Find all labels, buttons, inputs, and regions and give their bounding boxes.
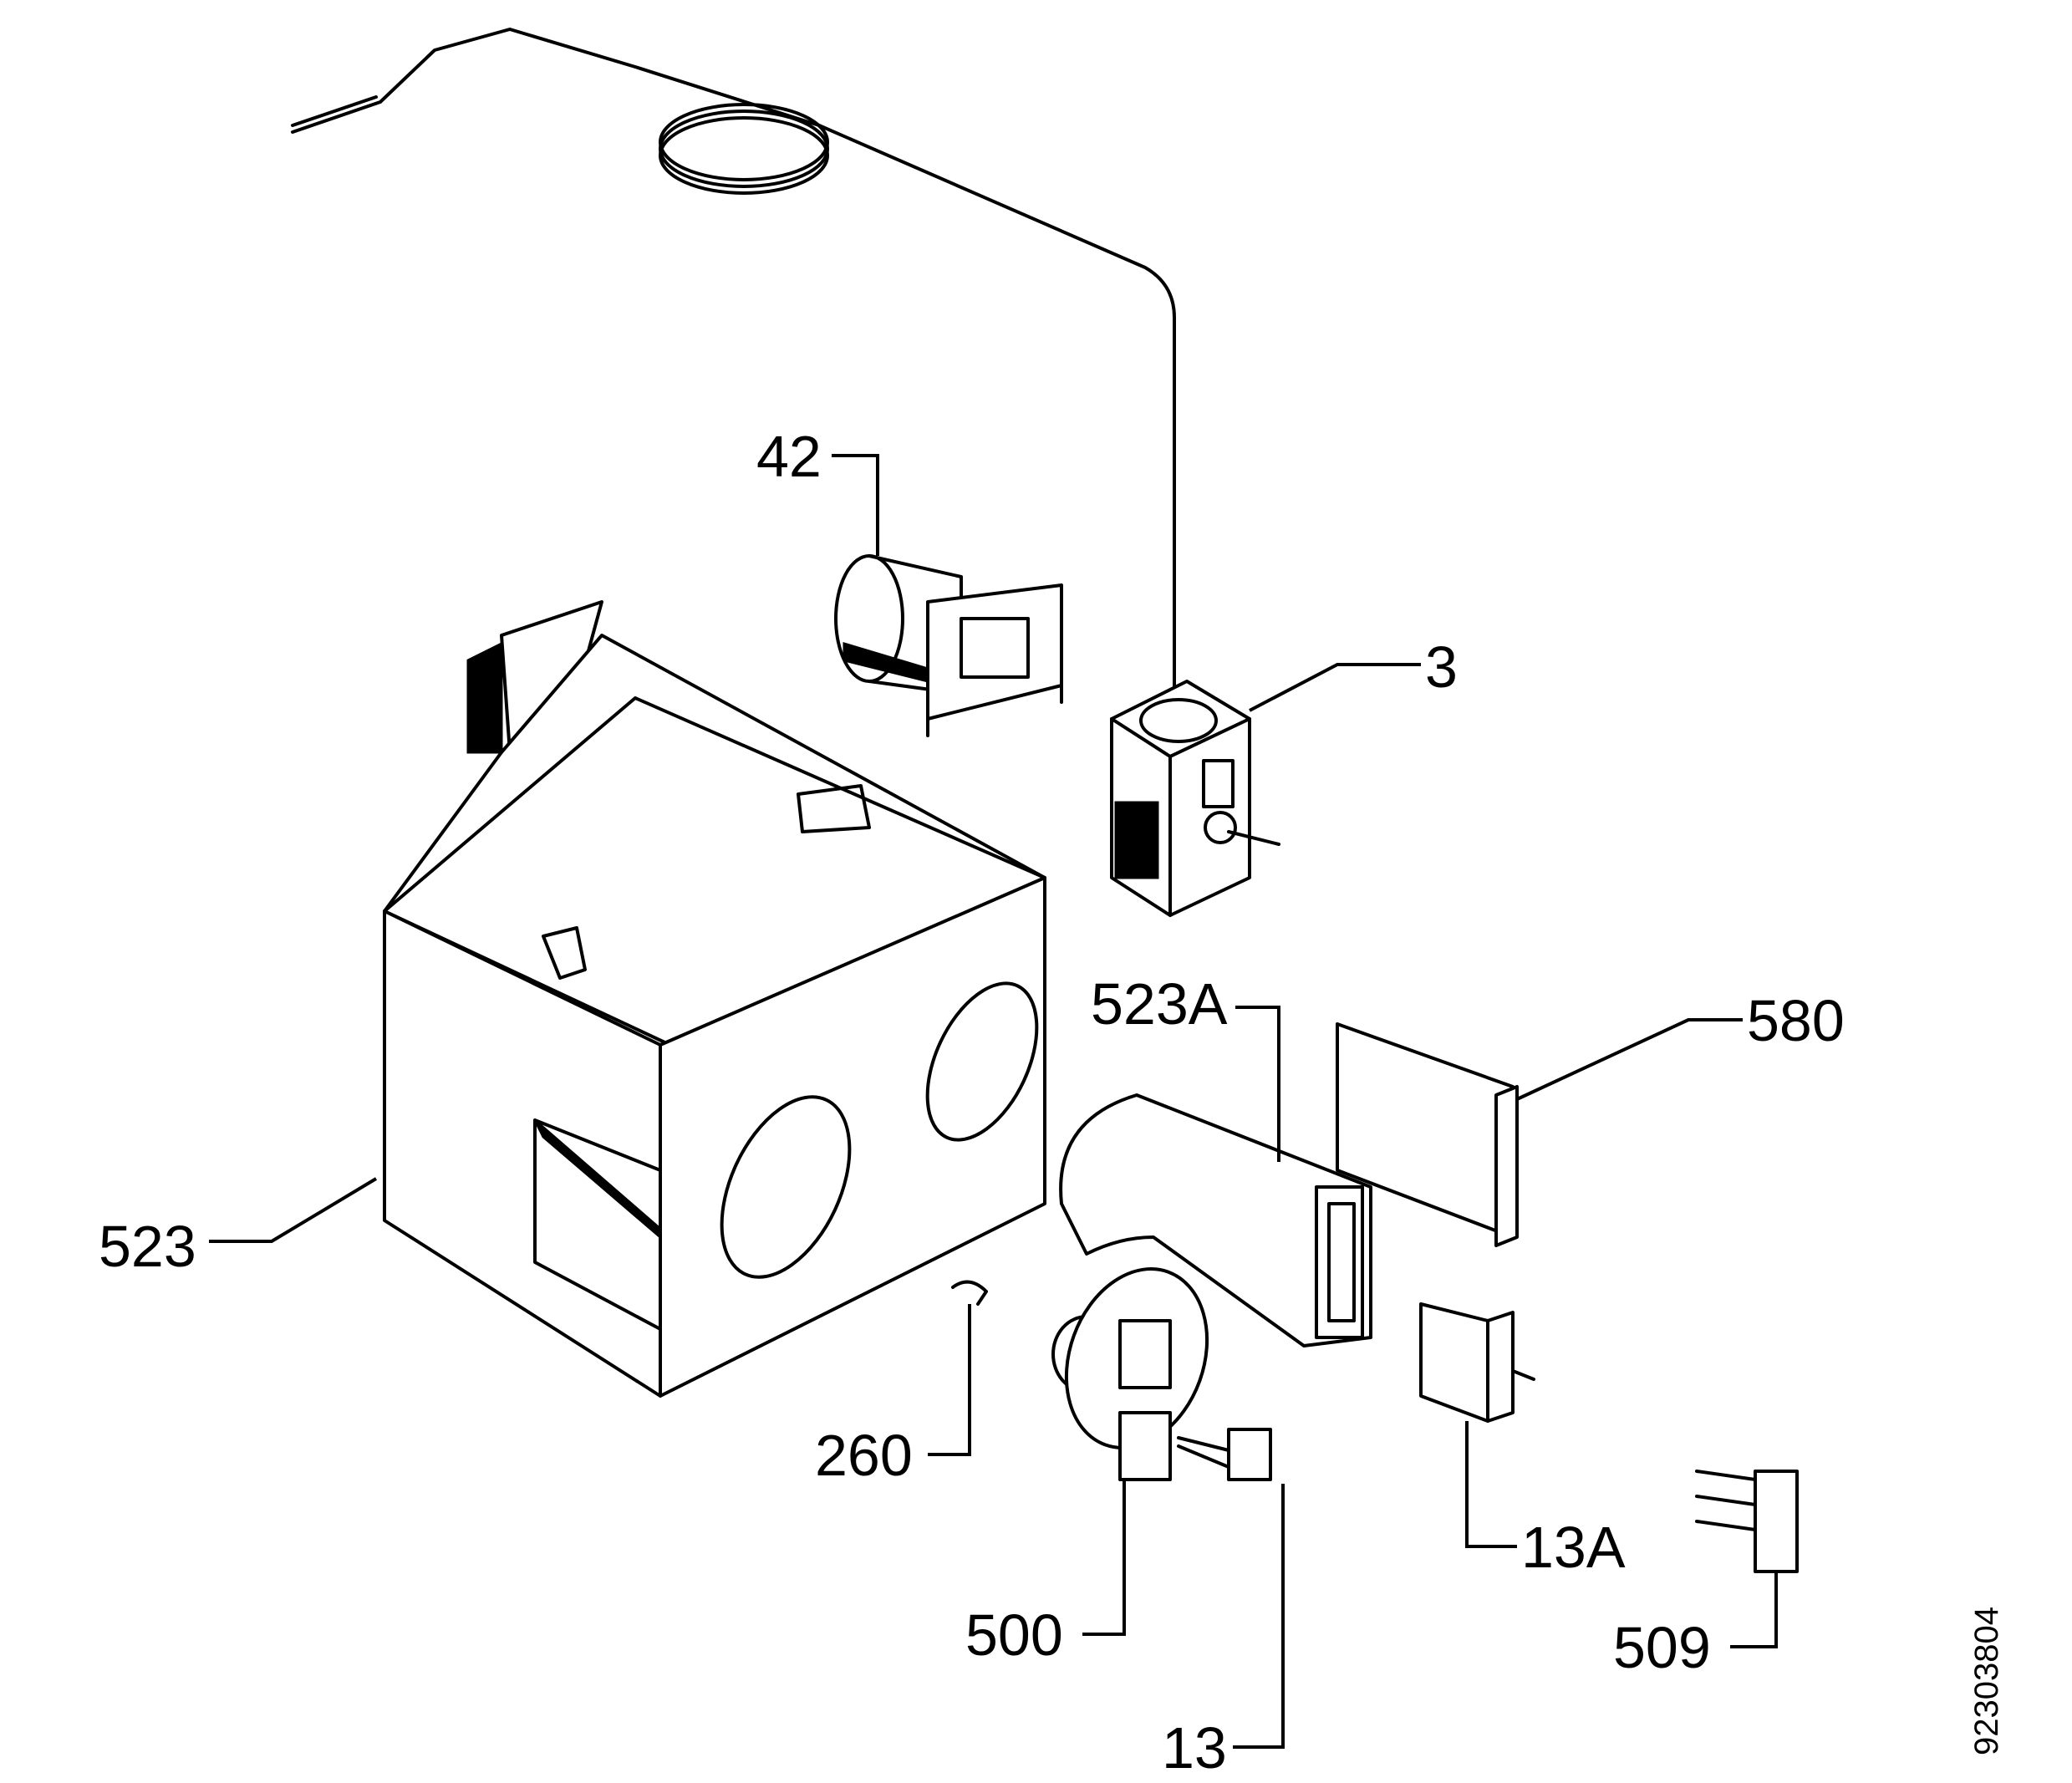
- label-260: 260: [815, 1423, 913, 1488]
- label-3: 3: [1425, 634, 1458, 700]
- leader-523a: [1235, 1006, 1280, 1162]
- leader-42: [832, 454, 879, 556]
- leader-580: [1516, 1018, 1743, 1101]
- leader-260: [928, 1304, 971, 1456]
- thermostat-part: [1110, 680, 1280, 917]
- leader-3: [1249, 663, 1421, 712]
- leader-509: [1730, 1572, 1778, 1648]
- label-500: 500: [965, 1602, 1063, 1668]
- clip-part: [951, 1280, 988, 1306]
- leader-13: [1233, 1484, 1285, 1749]
- label-42: 42: [756, 424, 822, 489]
- capillary-tube: [291, 28, 1176, 704]
- leader-500: [1082, 1480, 1126, 1636]
- shaft-part: [1177, 1428, 1272, 1481]
- label-580: 580: [1747, 988, 1845, 1053]
- label-509: 509: [1613, 1615, 1711, 1680]
- knob-part: [1051, 1267, 1209, 1481]
- label-523: 523: [99, 1214, 196, 1279]
- label-13: 13: [1162, 1715, 1227, 1780]
- leader-13a: [1465, 1421, 1517, 1548]
- connector-part: [1695, 1470, 1799, 1573]
- document-number: 92303804: [1968, 1607, 2005, 1755]
- panel-part: [1336, 1022, 1519, 1247]
- lamp-holder-part: [834, 554, 1063, 737]
- housing-part: [383, 600, 1046, 1398]
- duct-part: [1059, 1093, 1372, 1347]
- leader-523: [209, 1177, 378, 1243]
- label-13a: 13A: [1521, 1515, 1626, 1580]
- label-523a: 523A: [1091, 971, 1228, 1037]
- switch-part: [1419, 1302, 1535, 1423]
